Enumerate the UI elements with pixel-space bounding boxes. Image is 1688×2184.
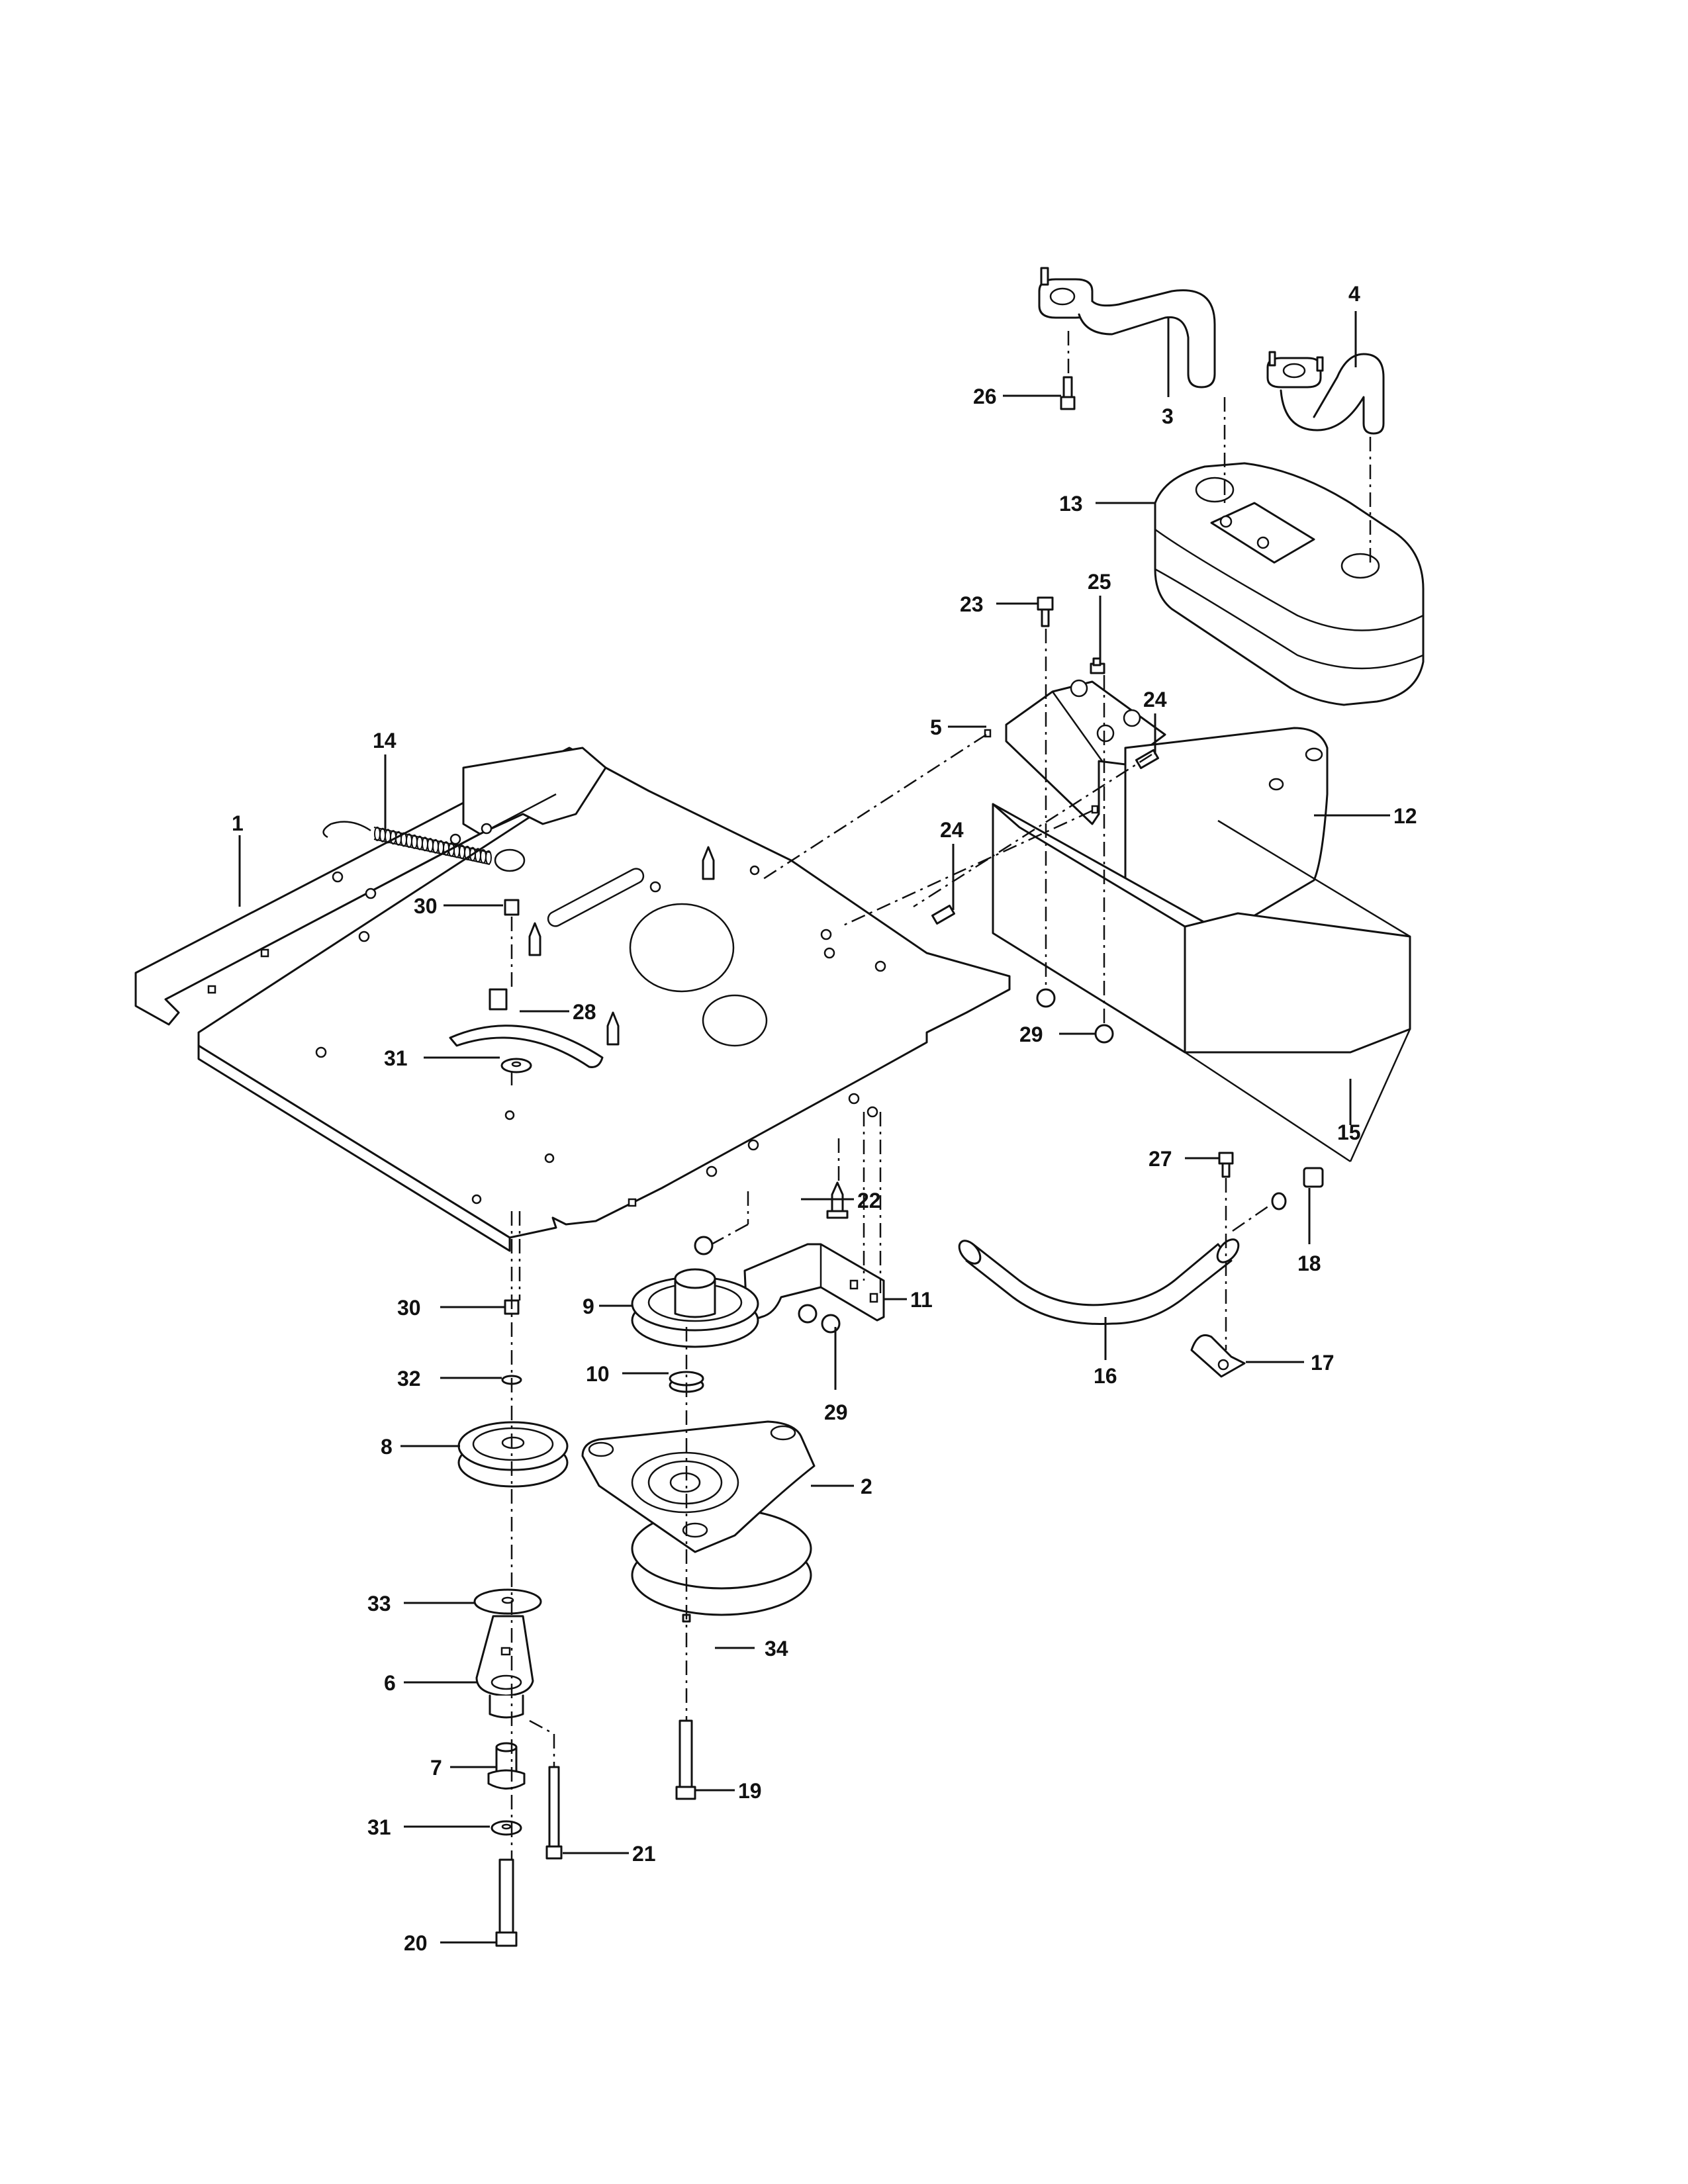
callout-31: 31 (367, 1815, 391, 1839)
callout-14: 14 (373, 729, 397, 752)
callout-30: 30 (397, 1296, 421, 1320)
callout-29: 29 (1019, 1023, 1043, 1046)
leader-lines (238, 311, 1390, 1944)
chassis-plate (134, 747, 1011, 1252)
callout-33: 33 (367, 1592, 391, 1615)
mounting-holes (207, 823, 886, 1207)
callout-12: 12 (1393, 804, 1417, 828)
callout-28: 28 (573, 1000, 596, 1024)
callout-9: 9 (583, 1295, 594, 1318)
callout-29: 29 (824, 1400, 848, 1424)
callout-13: 13 (1059, 492, 1083, 516)
callout-21: 21 (632, 1842, 656, 1866)
callout-30: 30 (414, 894, 438, 918)
large-washer (473, 1588, 542, 1615)
callout-10: 10 (586, 1362, 610, 1386)
callout-17: 17 (1311, 1351, 1335, 1375)
v-idler-pulley (631, 1268, 759, 1348)
spring-coil (385, 829, 391, 844)
callout-27: 27 (1149, 1147, 1172, 1171)
exhaust-deflector (992, 803, 1411, 1163)
callout-34: 34 (765, 1637, 788, 1661)
callout-32: 32 (397, 1367, 421, 1390)
callout-24: 24 (940, 818, 964, 842)
callout-18: 18 (1297, 1251, 1321, 1275)
washer (491, 1820, 522, 1836)
callout-3: 3 (1162, 404, 1174, 428)
exhaust-pipe-right (1266, 351, 1385, 435)
callout-22: 22 (857, 1189, 881, 1212)
spring-coil (485, 850, 492, 865)
callout-19: 19 (738, 1779, 762, 1803)
callout-15: 15 (1337, 1120, 1361, 1144)
callout-2: 2 (861, 1475, 872, 1498)
washer (500, 1058, 532, 1073)
flange-screw (826, 1181, 849, 1219)
bushing (487, 1742, 526, 1790)
callout-23: 23 (960, 592, 984, 616)
bolt (1090, 657, 1105, 674)
extension-spring (322, 821, 526, 872)
shoulder-bolt (931, 904, 955, 925)
flange-bolt (1037, 596, 1054, 627)
clutch-bolt (675, 1719, 696, 1800)
callout-4: 4 (1348, 282, 1360, 306)
muffler (1154, 462, 1425, 706)
callout-11: 11 (910, 1288, 933, 1312)
pivot-bolt (495, 1858, 518, 1947)
exhaust-pipe-left (1038, 267, 1216, 388)
callout-31: 31 (384, 1046, 408, 1070)
callout-24: 24 (1143, 688, 1167, 711)
callout-25: 25 (1088, 570, 1111, 594)
callout-7: 7 (430, 1756, 442, 1780)
clutch-bracket (743, 1243, 885, 1322)
callout-16: 16 (1094, 1364, 1117, 1388)
bolt (545, 1766, 563, 1860)
nut (504, 899, 520, 916)
drain-plug (1271, 1167, 1324, 1210)
spring-coil (459, 844, 465, 860)
electric-pto-clutch (581, 1420, 816, 1616)
callout-6: 6 (384, 1671, 396, 1695)
spring-coil (374, 827, 381, 841)
idler-arm (475, 1615, 534, 1719)
callout-labels: 1 14 30 28 31 22 11 30 9 32 10 29 8 2 33… (232, 282, 1417, 1955)
hose-clamp (1190, 1334, 1246, 1378)
stud-bolt (1060, 376, 1076, 410)
callout-20: 20 (404, 1931, 428, 1955)
hex-nut (489, 988, 508, 1011)
callout-26: 26 (973, 385, 997, 408)
oil-drain-hose (958, 1238, 1240, 1325)
callout-1: 1 (232, 811, 244, 835)
idler-pulley-flat (457, 1421, 569, 1488)
callout-5: 5 (930, 715, 942, 739)
screw (1218, 1152, 1234, 1178)
callout-8: 8 (381, 1435, 393, 1459)
